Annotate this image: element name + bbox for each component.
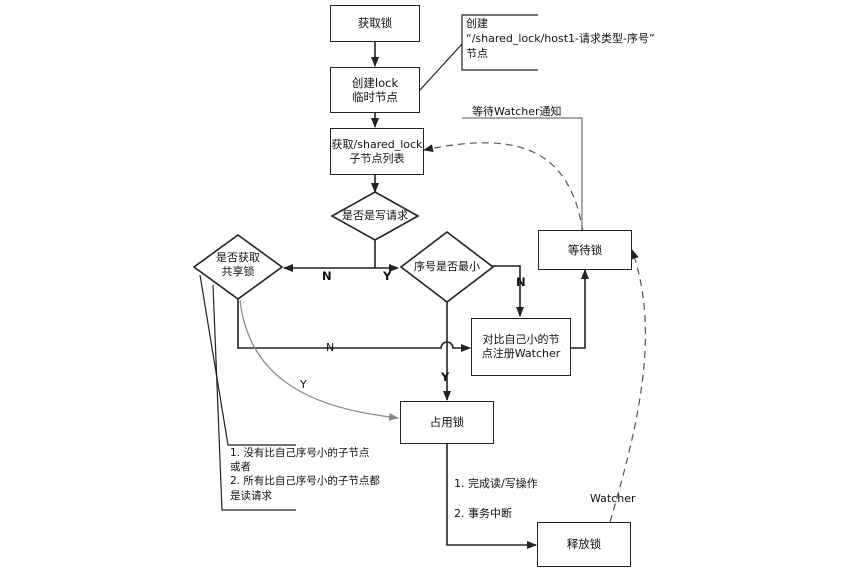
node-release-lock: 释放锁 (537, 522, 631, 567)
node-wait-lock: 等待锁 (538, 230, 632, 270)
node-acquire-lock: 获取锁 (330, 5, 420, 42)
annotation-conditions: 1. 没有比自己序号小的子节点 或者 2. 所有比自己序号小的子节点都 是读请求 (230, 447, 380, 502)
edge-label-shared-yes: Y (300, 378, 307, 391)
edge-label-smallest-no: N (516, 275, 526, 289)
annotation-create-path: 创建 “/shared_lock/host1-请求类型-序号” 节点 (466, 17, 655, 60)
edge-wait-notify (423, 142, 584, 233)
notify-label-bracket (462, 117, 583, 232)
edge-label-write-yes: Y (383, 269, 392, 283)
edge-label-shared-no: N (326, 341, 335, 354)
callout-bracket-create (461, 14, 538, 71)
annotation-watcher: Watcher (590, 492, 636, 505)
decision-get-shared (192, 234, 284, 300)
label-is-smallest: 序号是否最小 (414, 260, 480, 273)
edge-shared-no (237, 296, 471, 352)
edge-register-to-wait (570, 269, 589, 349)
label-is-write: 是否是写请求 (342, 209, 408, 222)
callout-bracket-conditions (212, 284, 296, 511)
label-get-shared: 是否获取 共享锁 (216, 251, 260, 279)
annotation-release-reasons: 1. 完成读/写操作 2. 事务中断 (454, 477, 538, 520)
node-get-children: 获取/shared_lock 子节点列表 (330, 128, 424, 175)
edge-hold-to-release (446, 444, 537, 549)
edge-label-smallest-yes: Y (441, 370, 450, 384)
edge-watcher-notify (609, 249, 646, 523)
decision-is-write (330, 191, 420, 241)
decision-is-smallest (399, 230, 495, 304)
node-register-watcher: 对比自己小的节 点注册Watcher (471, 318, 571, 376)
callout-bracket-conditions-2 (199, 274, 296, 446)
edge-shared-yes (239, 299, 399, 421)
edge-smallest-no (490, 265, 524, 317)
callout-connector-create (419, 43, 463, 91)
node-hold-lock: 占用锁 (400, 401, 494, 444)
annotation-wait-notify: 等待Watcher通知 (472, 105, 562, 118)
edge-label-write-no: N (322, 269, 332, 283)
node-create-lock-node: 创建lock 临时节点 (330, 67, 420, 113)
